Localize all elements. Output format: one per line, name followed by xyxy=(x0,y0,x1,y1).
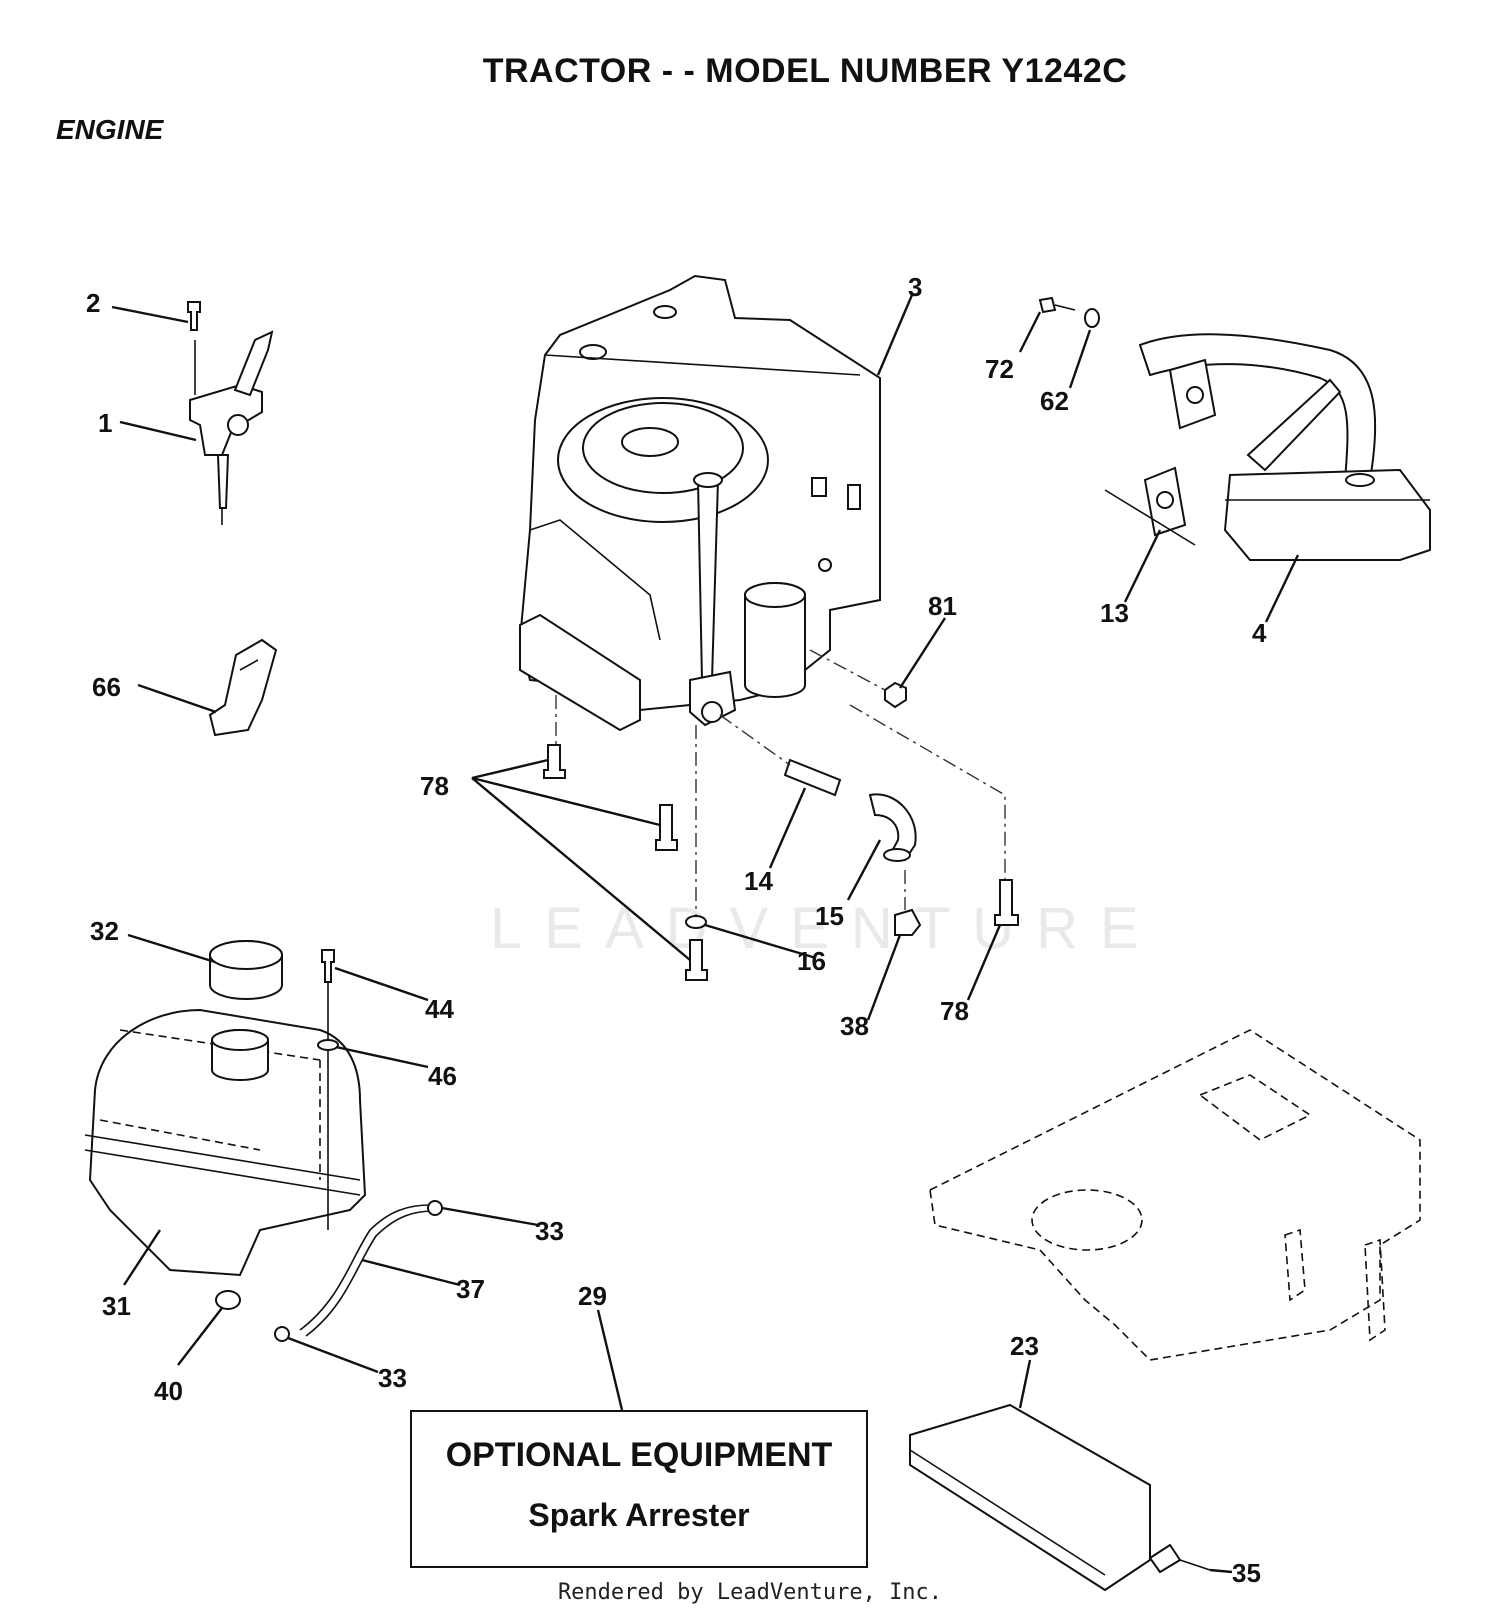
callout-15: 15 xyxy=(815,901,844,931)
throttle-control-drawing xyxy=(187,301,274,525)
callout-1: 1 xyxy=(98,408,112,438)
callout-32: 32 xyxy=(90,916,119,946)
callout-29: 29 xyxy=(578,1281,607,1311)
callout-62: 62 xyxy=(1040,386,1069,416)
callout-46: 46 xyxy=(428,1061,457,1091)
callout-2: 2 xyxy=(86,288,100,318)
diagram-title: TRACTOR - - MODEL NUMBER Y1242C xyxy=(482,52,1128,90)
fuel-tank-drawing xyxy=(84,940,443,1342)
bracket-drawing xyxy=(208,638,278,737)
optional-equipment-heading: OPTIONAL EQUIPMENT xyxy=(445,1436,833,1474)
leader-lines xyxy=(111,294,1300,1574)
callout-38: 38 xyxy=(840,1011,869,1041)
callout-44: 44 xyxy=(425,994,454,1024)
optional-equipment-box: OPTIONAL EQUIPMENT Spark Arrester xyxy=(410,1410,868,1568)
engine-fasteners-drawing xyxy=(543,649,1019,981)
callout-33-lower: 33 xyxy=(378,1363,407,1393)
callout-31: 31 xyxy=(102,1291,131,1321)
callout-labels: 1 2 3 4 13 14 15 16 23 29 31 32 33 33 35… xyxy=(86,272,1267,1588)
callout-14: 14 xyxy=(744,866,773,896)
callout-78-right: 78 xyxy=(940,996,969,1026)
footer-credit: Rendered by LeadVenture, Inc. xyxy=(557,1580,943,1605)
callout-33-upper: 33 xyxy=(535,1216,564,1246)
callout-40: 40 xyxy=(154,1376,183,1406)
optional-equipment-item: Spark Arrester xyxy=(528,1497,750,1533)
callout-37: 37 xyxy=(456,1274,485,1304)
section-heading: ENGINE xyxy=(56,114,164,145)
callout-35: 35 xyxy=(1232,1558,1261,1588)
callout-23: 23 xyxy=(1010,1331,1039,1361)
callout-66: 66 xyxy=(92,672,121,702)
shield-drawing xyxy=(909,1403,1211,1592)
callout-16: 16 xyxy=(797,946,826,976)
callout-78-left: 78 xyxy=(420,771,449,801)
callout-3: 3 xyxy=(908,272,922,302)
callout-4: 4 xyxy=(1252,618,1267,648)
callout-81: 81 xyxy=(928,591,957,621)
engine-drawing xyxy=(518,274,881,732)
callout-72: 72 xyxy=(985,354,1014,384)
callout-13: 13 xyxy=(1100,598,1129,628)
frame-drawing xyxy=(929,1029,1421,1361)
muffler-drawing xyxy=(1038,296,1431,561)
